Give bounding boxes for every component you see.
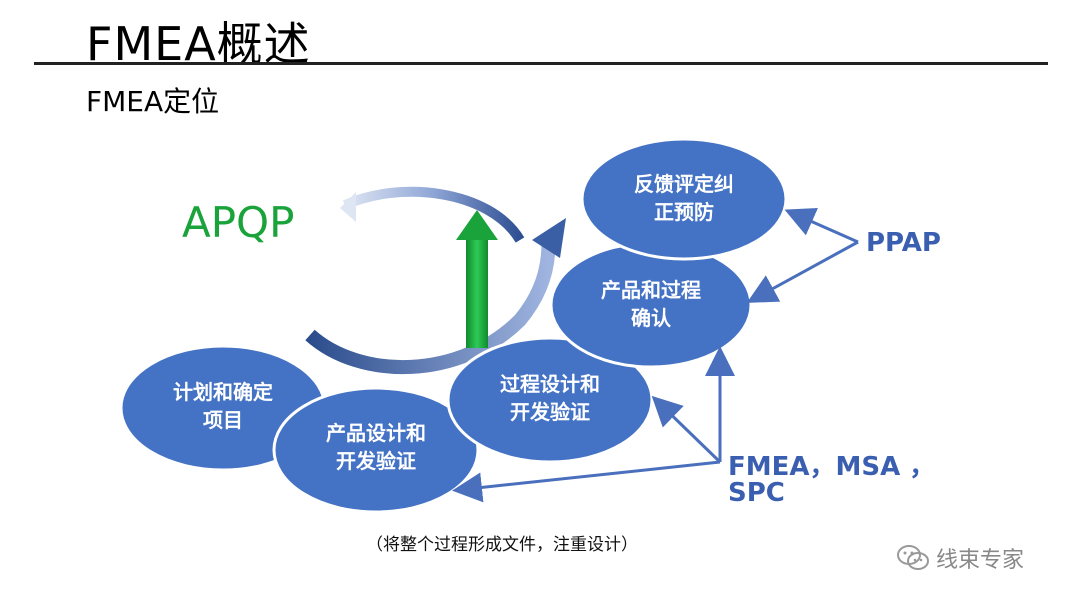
cycle-arc-top (342, 186, 525, 243)
node-validation-line2: 确认 (631, 306, 672, 330)
spc-label: SPC (728, 478, 785, 508)
ppap-arrows (746, 207, 859, 303)
fmea-arrows (452, 346, 735, 503)
node-feedback-line1: 反馈评定纠 (634, 172, 734, 196)
page-subtitle: FMEA定位 (86, 85, 220, 118)
node-product-design-line2: 开发验证 (336, 449, 416, 473)
wechat-icon (897, 545, 929, 570)
node-feedback-line2: 正预防 (654, 200, 714, 224)
node-product-design-line1: 产品设计和 (326, 421, 426, 445)
node-product-design: 产品设计和 开发验证 (272, 386, 480, 514)
watermark: 线束专家 (896, 542, 1024, 574)
node-plan: 计划和确定 项目 (119, 344, 327, 472)
fmea-msa-label: FMEA，MSA ， (728, 452, 936, 482)
node-plan-line1: 计划和确定 (173, 380, 273, 404)
title-divider (34, 62, 1048, 65)
ppap-label: PPAP (866, 228, 941, 258)
cycle-arc-bottom-head (532, 218, 566, 258)
node-plan-line2: 项目 (203, 408, 243, 432)
node-process-design-line2: 开发验证 (510, 400, 590, 424)
node-validation: 产品和过程 确认 (549, 241, 753, 369)
up-arrow (456, 210, 498, 348)
node-process-design: 过程设计和 开发验证 (446, 336, 654, 464)
cycle-arc-top-head (340, 192, 356, 222)
node-process-design-line1: 过程设计和 (500, 372, 600, 396)
cycle-arc-bottom (305, 234, 556, 374)
watermark-text: 线束专家 (936, 548, 1025, 573)
apqp-label: APQP (182, 198, 295, 247)
node-feedback: 反馈评定纠 正预防 (580, 137, 788, 261)
node-validation-line1: 产品和过程 (601, 278, 701, 302)
caption: （将整个过程形成文件，注重设计） (366, 535, 638, 555)
